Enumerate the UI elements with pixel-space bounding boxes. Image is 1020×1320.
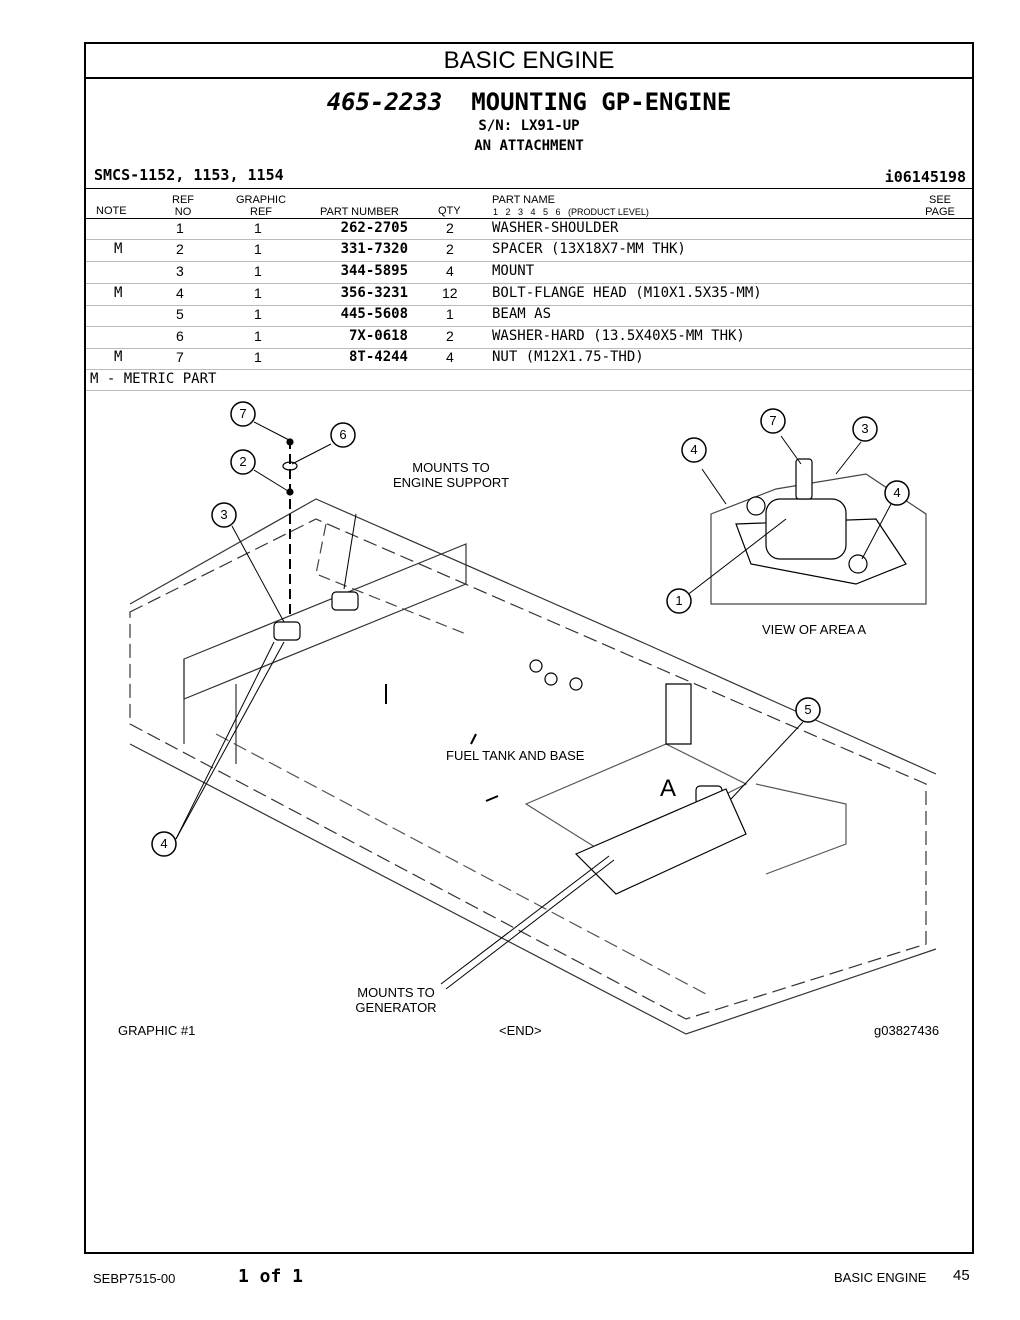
illustration-id: i06145198	[884, 168, 966, 186]
label-fuel-tank: FUEL TANK AND BASE	[446, 748, 585, 763]
footer-section: BASIC ENGINE	[834, 1270, 927, 1285]
exploded-diagram	[129, 401, 937, 1035]
end-marker: <END>	[499, 1023, 542, 1038]
callout-3: 3	[220, 507, 228, 522]
th-note: NOTE	[96, 205, 127, 217]
graphic-id: g03827436	[874, 1023, 940, 1038]
label-mounts-generator: MOUNTS TO GENERATOR	[355, 985, 437, 1015]
callout-4-detail-b: 4	[893, 485, 901, 500]
leader-lines	[175, 421, 892, 990]
th-part-name: PART NAME	[492, 194, 555, 206]
label-area-a: A	[660, 775, 677, 802]
label-mounts-engine: MOUNTS TO ENGINE SUPPORT	[392, 460, 510, 490]
page-number: 45	[953, 1267, 970, 1284]
header-rule	[86, 218, 972, 219]
attachment-type: AN ATTACHMENT	[474, 138, 584, 154]
th-product-level: 1 2 3 4 5 6 (PRODUCT LEVEL)	[493, 207, 649, 217]
callout-4: 4	[160, 836, 168, 851]
page-of: 1 of 1	[238, 1266, 304, 1287]
graphic-number: GRAPHIC #1	[118, 1023, 196, 1038]
doc-id: SEBP7515-00	[93, 1271, 176, 1286]
callout-2: 2	[239, 454, 247, 469]
section-title: BASIC ENGINE	[86, 44, 972, 79]
th-part-number: PART NUMBER	[320, 206, 399, 218]
callout-7-detail: 7	[769, 413, 777, 428]
group-name: MOUNTING GP-ENGINE	[471, 88, 732, 116]
page-frame: BASIC ENGINE 465-2233 MOUNTING GP-ENGINE…	[84, 42, 974, 1254]
callout-7: 7	[239, 406, 247, 421]
frame-linework	[129, 438, 937, 1035]
group-number: 465-2233	[326, 88, 443, 116]
label-view-area: VIEW OF AREA A	[762, 622, 867, 637]
smcs-codes: SMCS-1152, 1153, 1154	[94, 166, 284, 184]
group-title: 465-2233 MOUNTING GP-ENGINE	[86, 88, 972, 116]
callout-6: 6	[339, 427, 347, 442]
serial-number: S/N: LX91-UP	[478, 118, 580, 134]
callout-4-detail: 4	[690, 442, 698, 457]
callout-3-detail: 3	[861, 421, 869, 436]
callout-5: 5	[804, 702, 812, 717]
metric-legend: M - METRIC PART	[90, 371, 217, 387]
callout-circles	[151, 401, 910, 857]
th-qty: QTY	[438, 205, 461, 217]
table-top-rule	[86, 188, 972, 189]
callout-1-detail: 1	[675, 593, 683, 608]
